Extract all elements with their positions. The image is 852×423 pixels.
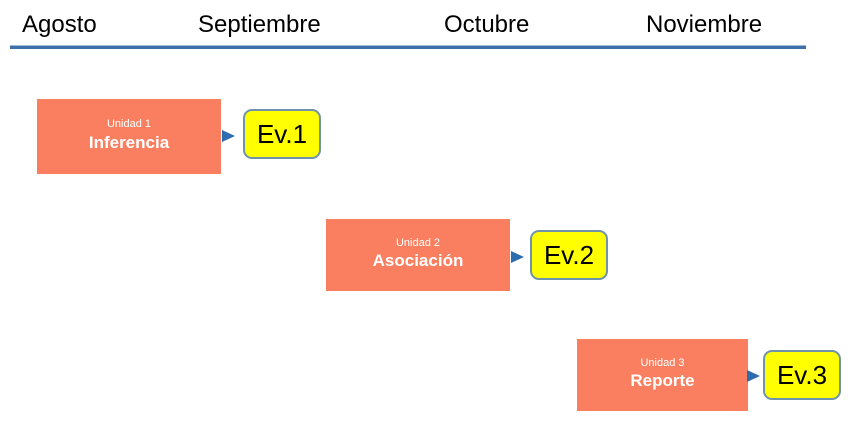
eval-2-label: Ev.2	[543, 240, 595, 270]
arrow-right-icon-1	[221, 128, 239, 144]
unit-2-title: Asociación	[372, 251, 464, 271]
unit-box-2[interactable]: Unidad 2 Asociación	[326, 219, 510, 291]
unit-box-1[interactable]: Unidad 1 Inferencia	[37, 99, 221, 174]
eval-3-label: Ev.3	[776, 360, 828, 390]
eval-box-1[interactable]: Ev.1	[243, 109, 321, 159]
unit-1-title: Inferencia	[88, 132, 170, 152]
month-label-octubre: Octubre	[444, 11, 530, 38]
month-label-septiembre: Septiembre	[198, 11, 321, 38]
unit-2-kicker: Unidad 2	[395, 236, 441, 249]
month-label-noviembre: Noviembre	[646, 11, 763, 38]
unit-1-kicker: Unidad 1	[106, 118, 152, 131]
unit-3-kicker: Unidad 3	[640, 356, 685, 369]
eval-1-label: Ev.1	[256, 119, 308, 149]
eval-box-2[interactable]: Ev.2	[530, 230, 608, 280]
arrow-right-icon-2	[510, 249, 528, 265]
month-label-agosto: Agosto	[22, 11, 97, 38]
arrow-right-icon-3	[746, 368, 764, 384]
unit-3-title: Reporte	[630, 371, 695, 391]
timeline-divider-rule	[10, 45, 806, 49]
eval-box-3[interactable]: Ev.3	[763, 350, 841, 400]
unit-box-3[interactable]: Unidad 3 Reporte	[577, 339, 748, 411]
